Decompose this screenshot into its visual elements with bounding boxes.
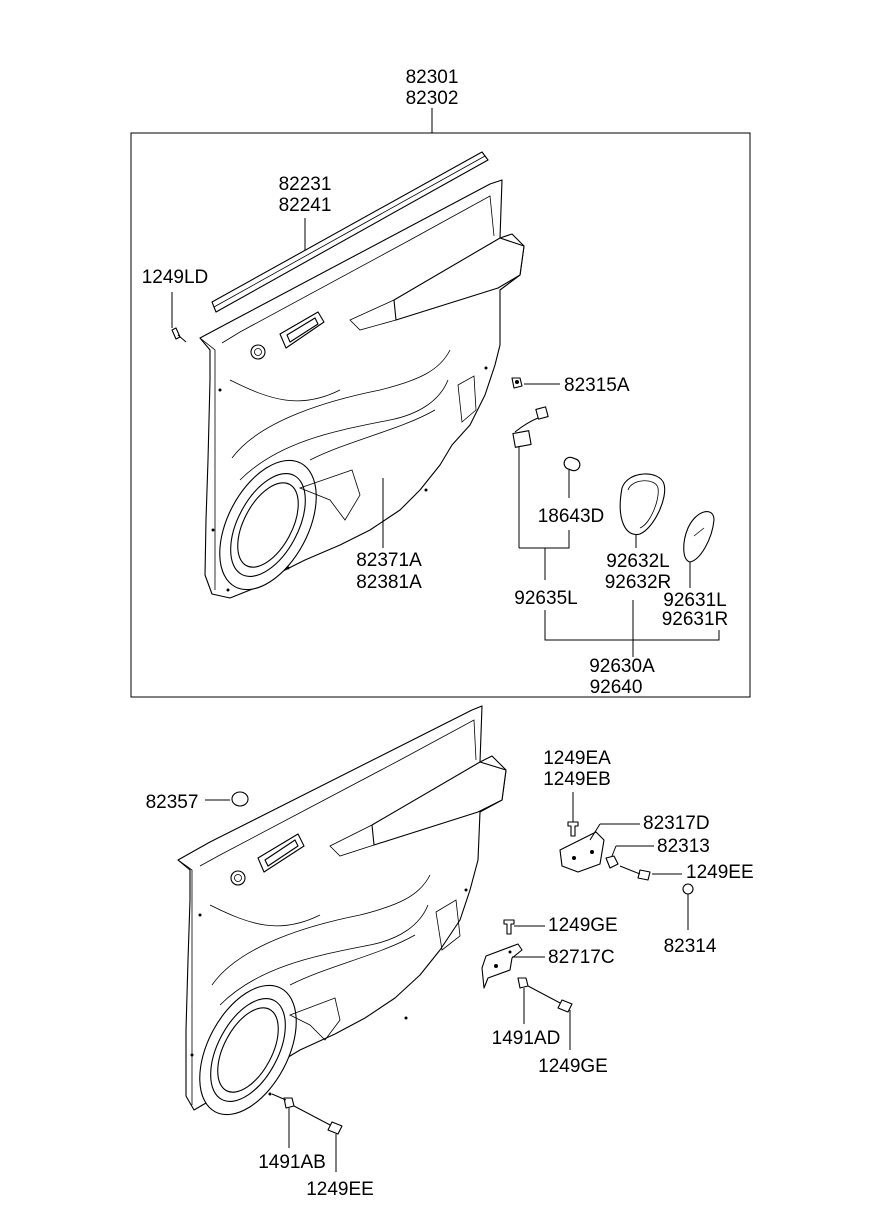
label-cover-r: 92631R — [662, 609, 729, 630]
lamp-assy-bracket — [544, 610, 720, 641]
clip-1491ad — [517, 977, 529, 989]
label-bolt-ee-mid: 1249EE — [686, 862, 754, 883]
label-assy-2: 82302 — [406, 88, 459, 109]
bolt-1249ea — [567, 821, 579, 837]
lamp-harness-bracket — [519, 530, 570, 549]
label-trim-a: 82231 — [279, 174, 332, 195]
label-bolt-ge-bottom: 1249GE — [538, 1056, 608, 1077]
label-bolt-b: 1249EB — [543, 769, 611, 790]
top-group-frame — [130, 132, 751, 698]
nut-82313 — [605, 855, 619, 869]
bolt-1249ge-bottom — [527, 985, 573, 1013]
screw-1249ld — [171, 327, 187, 343]
bolt-1249ee-bottom — [293, 1105, 343, 1135]
lamp-lens — [619, 473, 666, 536]
label-harness: 18643D — [538, 506, 605, 527]
label-bracket: 82317D — [643, 813, 710, 834]
label-lamp-assy-2: 92640 — [590, 677, 643, 698]
label-clip-ab: 1491AB — [258, 1152, 326, 1173]
nut-leader-2 — [611, 845, 617, 857]
bolt-1249ee-mid — [619, 865, 651, 881]
label-bolt-ee-bottom: 1249EE — [306, 1179, 374, 1200]
label-bolt-ge-top: 1249GE — [548, 915, 618, 936]
clip-1491ab — [271, 1093, 295, 1109]
label-cover-l: 92631L — [663, 590, 726, 611]
label-plug: 82314 — [664, 936, 717, 957]
label-assy-1: 82301 — [406, 67, 459, 88]
label-nut: 82313 — [657, 836, 710, 857]
label-screw-top: 1249LD — [142, 267, 209, 288]
bulb-18643d — [563, 456, 581, 472]
clip-82315a — [511, 377, 523, 389]
bolt-1249ge-top — [503, 919, 515, 935]
bracket-82717c — [481, 943, 523, 989]
label-panel-b: 82381A — [356, 572, 422, 593]
label-lamp-l: 92635L — [514, 588, 577, 609]
label-panel-a: 82371A — [356, 550, 422, 571]
bracket-d-leader-2 — [589, 823, 601, 841]
door-panel-bottom — [177, 705, 507, 1116]
lamp-cover — [683, 511, 715, 563]
label-bracket-c: 82717C — [548, 947, 615, 968]
cap-82357 — [231, 791, 249, 807]
harness-connector — [512, 406, 549, 548]
label-trim-b: 82241 — [279, 195, 332, 216]
label-lamp-assy-1: 92630A — [589, 656, 655, 677]
label-bolt-a: 1249EA — [543, 748, 611, 769]
label-clip: 82315A — [564, 375, 630, 396]
label-lens-r: 92632R — [605, 572, 672, 593]
upper-trim-strip — [211, 151, 489, 313]
label-cap: 82357 — [146, 792, 199, 813]
door-panel-top — [199, 179, 525, 599]
bracket-82317d — [559, 831, 605, 873]
plug-82314 — [682, 883, 694, 895]
label-lens-l: 92632L — [606, 551, 669, 572]
label-clip-ad: 1491AD — [492, 1028, 561, 1049]
